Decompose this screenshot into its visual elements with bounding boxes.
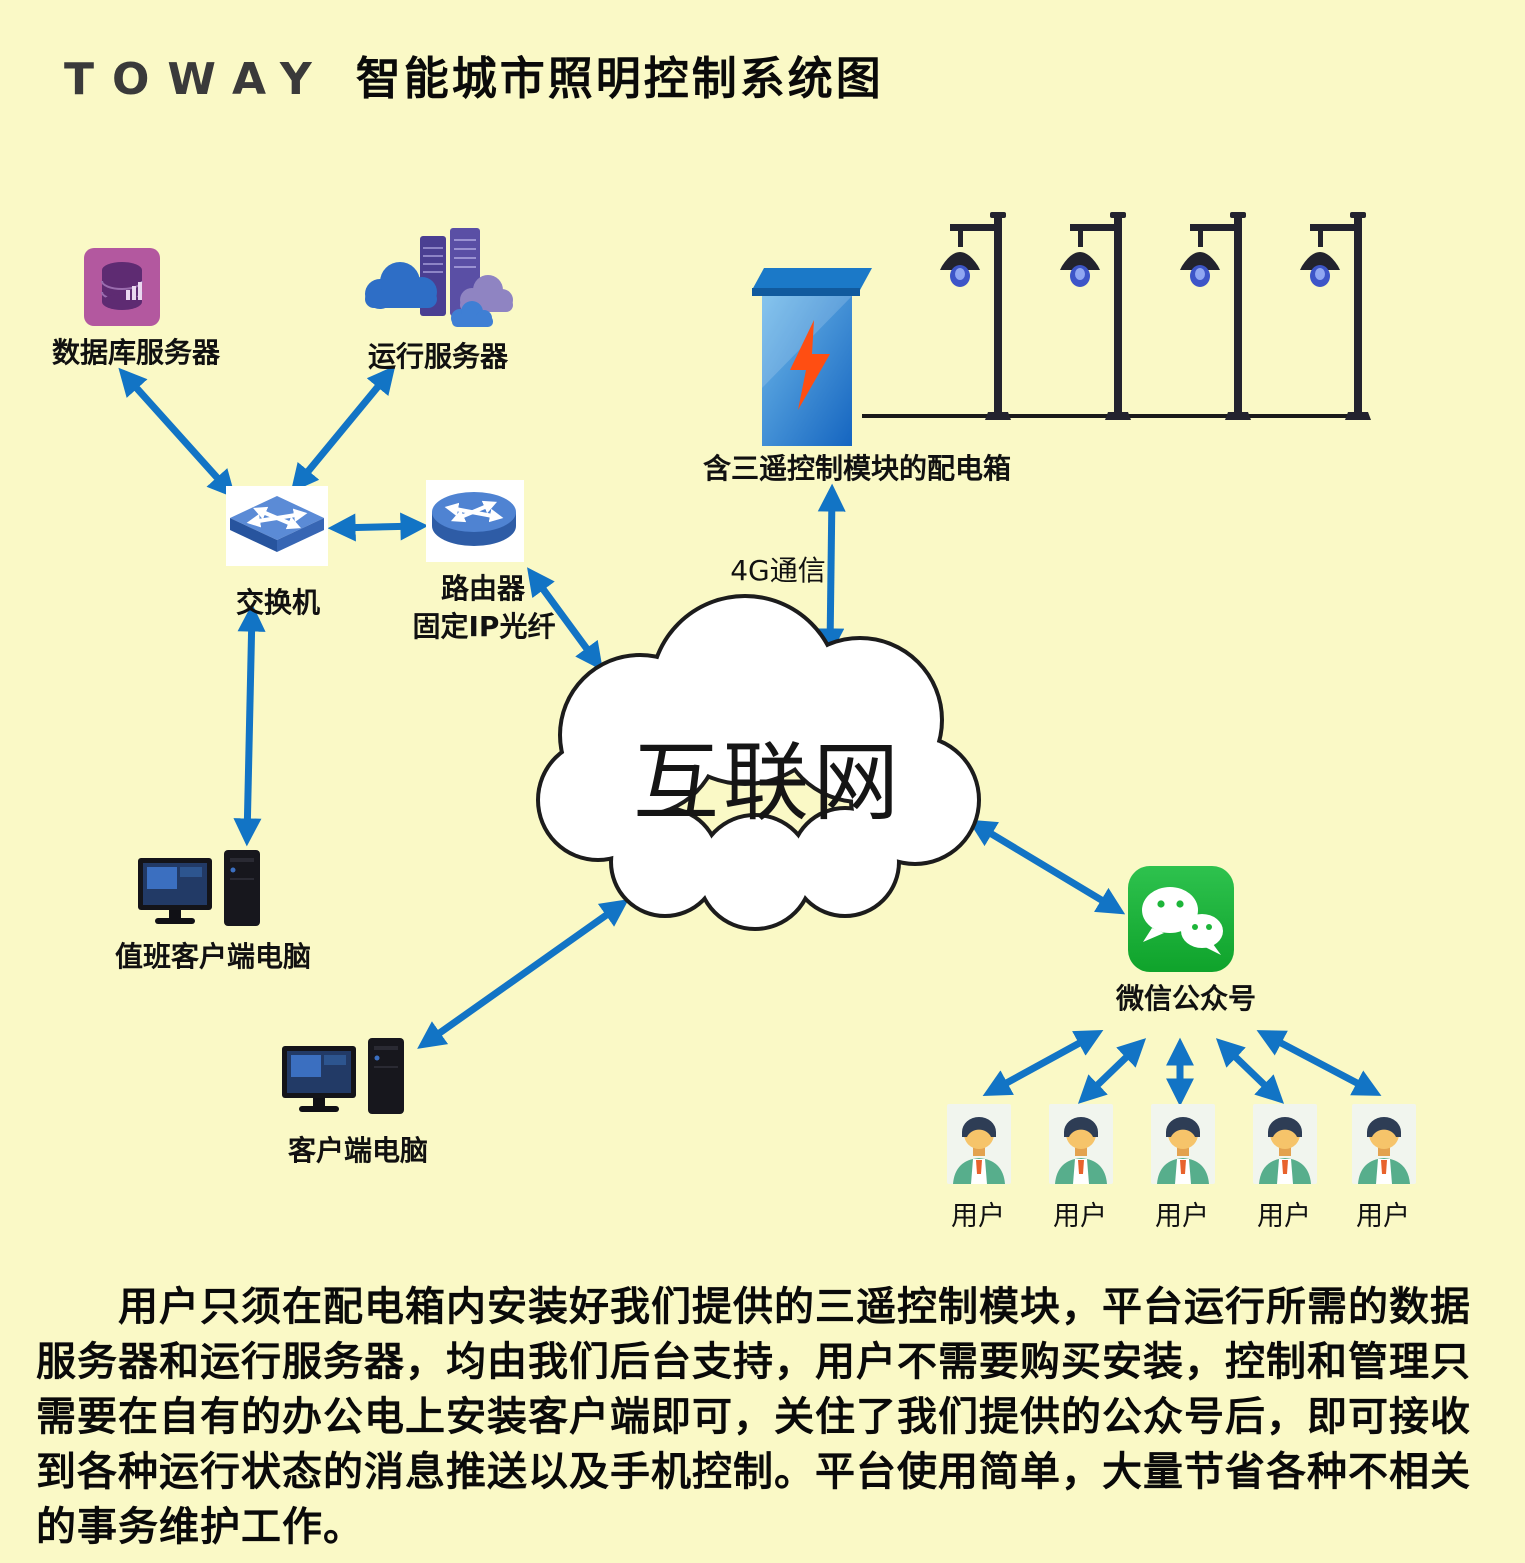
user-avatar xyxy=(1151,1104,1215,1184)
street-lamp-icon xyxy=(940,212,1011,420)
distribution-box-label: 含三遥控制模块的配电箱 xyxy=(702,452,1011,485)
arrow-switch-router xyxy=(327,512,429,542)
user-avatar xyxy=(1253,1104,1317,1184)
arrow-internet-wechat xyxy=(967,819,1126,915)
comm-4g-label: 4G通信 xyxy=(730,554,826,587)
duty-client-pc-label: 值班客户端电脑 xyxy=(114,940,311,973)
arrow-switch-runserver xyxy=(290,365,396,493)
duty-client-pc-icon xyxy=(138,850,260,926)
router-label: 路由器 xyxy=(440,572,525,605)
titlebar: TOWAY 智能城市照明控制系统图 xyxy=(64,42,884,107)
arrow-wechat-user4 xyxy=(1215,1038,1285,1104)
arrow-wechat-user5 xyxy=(1256,1030,1382,1096)
user-avatar xyxy=(947,1104,1011,1184)
arrow-internet-clientpc xyxy=(417,899,629,1049)
arrow-router-internet xyxy=(527,567,603,671)
arrow-box-internet xyxy=(816,483,846,657)
internet-cloud xyxy=(536,594,981,931)
user-label: 用户 xyxy=(951,1201,1005,1232)
user-avatar xyxy=(1049,1104,1113,1184)
database-server-icon xyxy=(84,248,160,326)
user-label: 用户 xyxy=(1053,1201,1107,1232)
client-pc-label: 客户端电脑 xyxy=(287,1134,428,1167)
client-pc-icon xyxy=(282,1038,404,1114)
internet-label: 互联网 xyxy=(633,733,903,833)
run-server-label: 运行服务器 xyxy=(367,340,508,373)
switch-icon xyxy=(226,486,328,566)
wechat-label: 微信公众号 xyxy=(1115,982,1256,1015)
street-lamp-icon xyxy=(1300,212,1371,420)
street-lamp-icon xyxy=(1180,212,1251,420)
street-lamp-icon xyxy=(1060,212,1131,420)
connection-arrows xyxy=(118,365,1382,1107)
wechat-icon xyxy=(1128,866,1234,972)
arrow-switch-dutypc xyxy=(233,603,266,847)
description-paragraph: 用户只须在配电箱内安装好我们提供的三遥控制模块，平台运行所需的数据服务器和运行服… xyxy=(36,1284,1471,1550)
user-label: 用户 xyxy=(1257,1201,1311,1232)
arrow-switch-database xyxy=(118,367,236,499)
page-title: 智能城市照明控制系统图 xyxy=(355,52,884,105)
arrow-wechat-user2 xyxy=(1077,1038,1147,1104)
distribution-box-icon xyxy=(752,268,872,446)
switch-label: 交换机 xyxy=(235,586,320,619)
run-server-icon xyxy=(365,228,513,327)
database-server-label: 数据库服务器 xyxy=(51,336,220,369)
arrow-wechat-user1 xyxy=(982,1029,1104,1097)
router-icon xyxy=(426,480,524,562)
user-label: 用户 xyxy=(1155,1201,1209,1232)
user-label: 用户 xyxy=(1356,1201,1410,1232)
toway-logo: TOWAY xyxy=(64,54,330,105)
user-avatar xyxy=(1352,1104,1416,1184)
router-line-label: 固定IP光纤 xyxy=(412,610,556,643)
